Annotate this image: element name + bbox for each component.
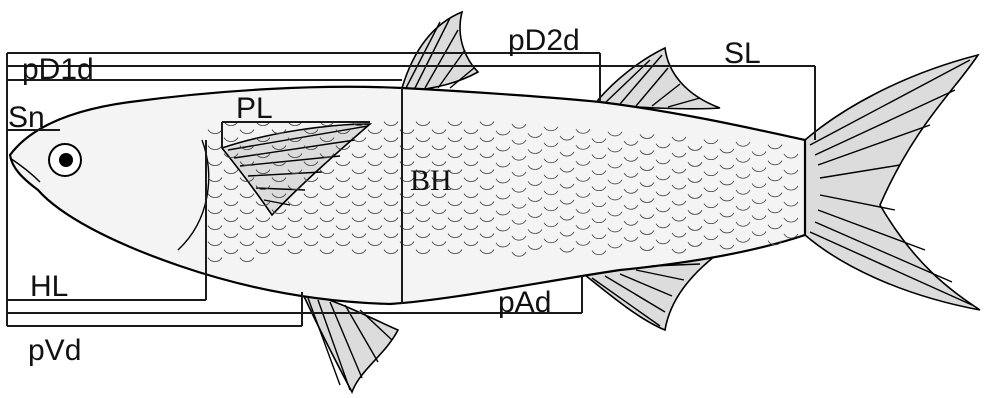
label-PL: PL xyxy=(236,92,273,125)
ventral-fin xyxy=(302,292,398,392)
caudal-fin xyxy=(805,55,980,310)
label-pAd: pAd xyxy=(498,286,551,319)
label-SL: SL xyxy=(724,37,761,70)
label-HL: HL xyxy=(30,270,68,303)
label-pD1d: pD1d xyxy=(22,53,94,86)
fish-illustration xyxy=(10,12,980,392)
label-pVd: pVd xyxy=(28,334,81,367)
pupil xyxy=(59,153,73,167)
label-Sn: Sn xyxy=(8,101,45,134)
label-BH: BH xyxy=(410,164,452,197)
label-pD2d: pD2d xyxy=(508,24,580,57)
